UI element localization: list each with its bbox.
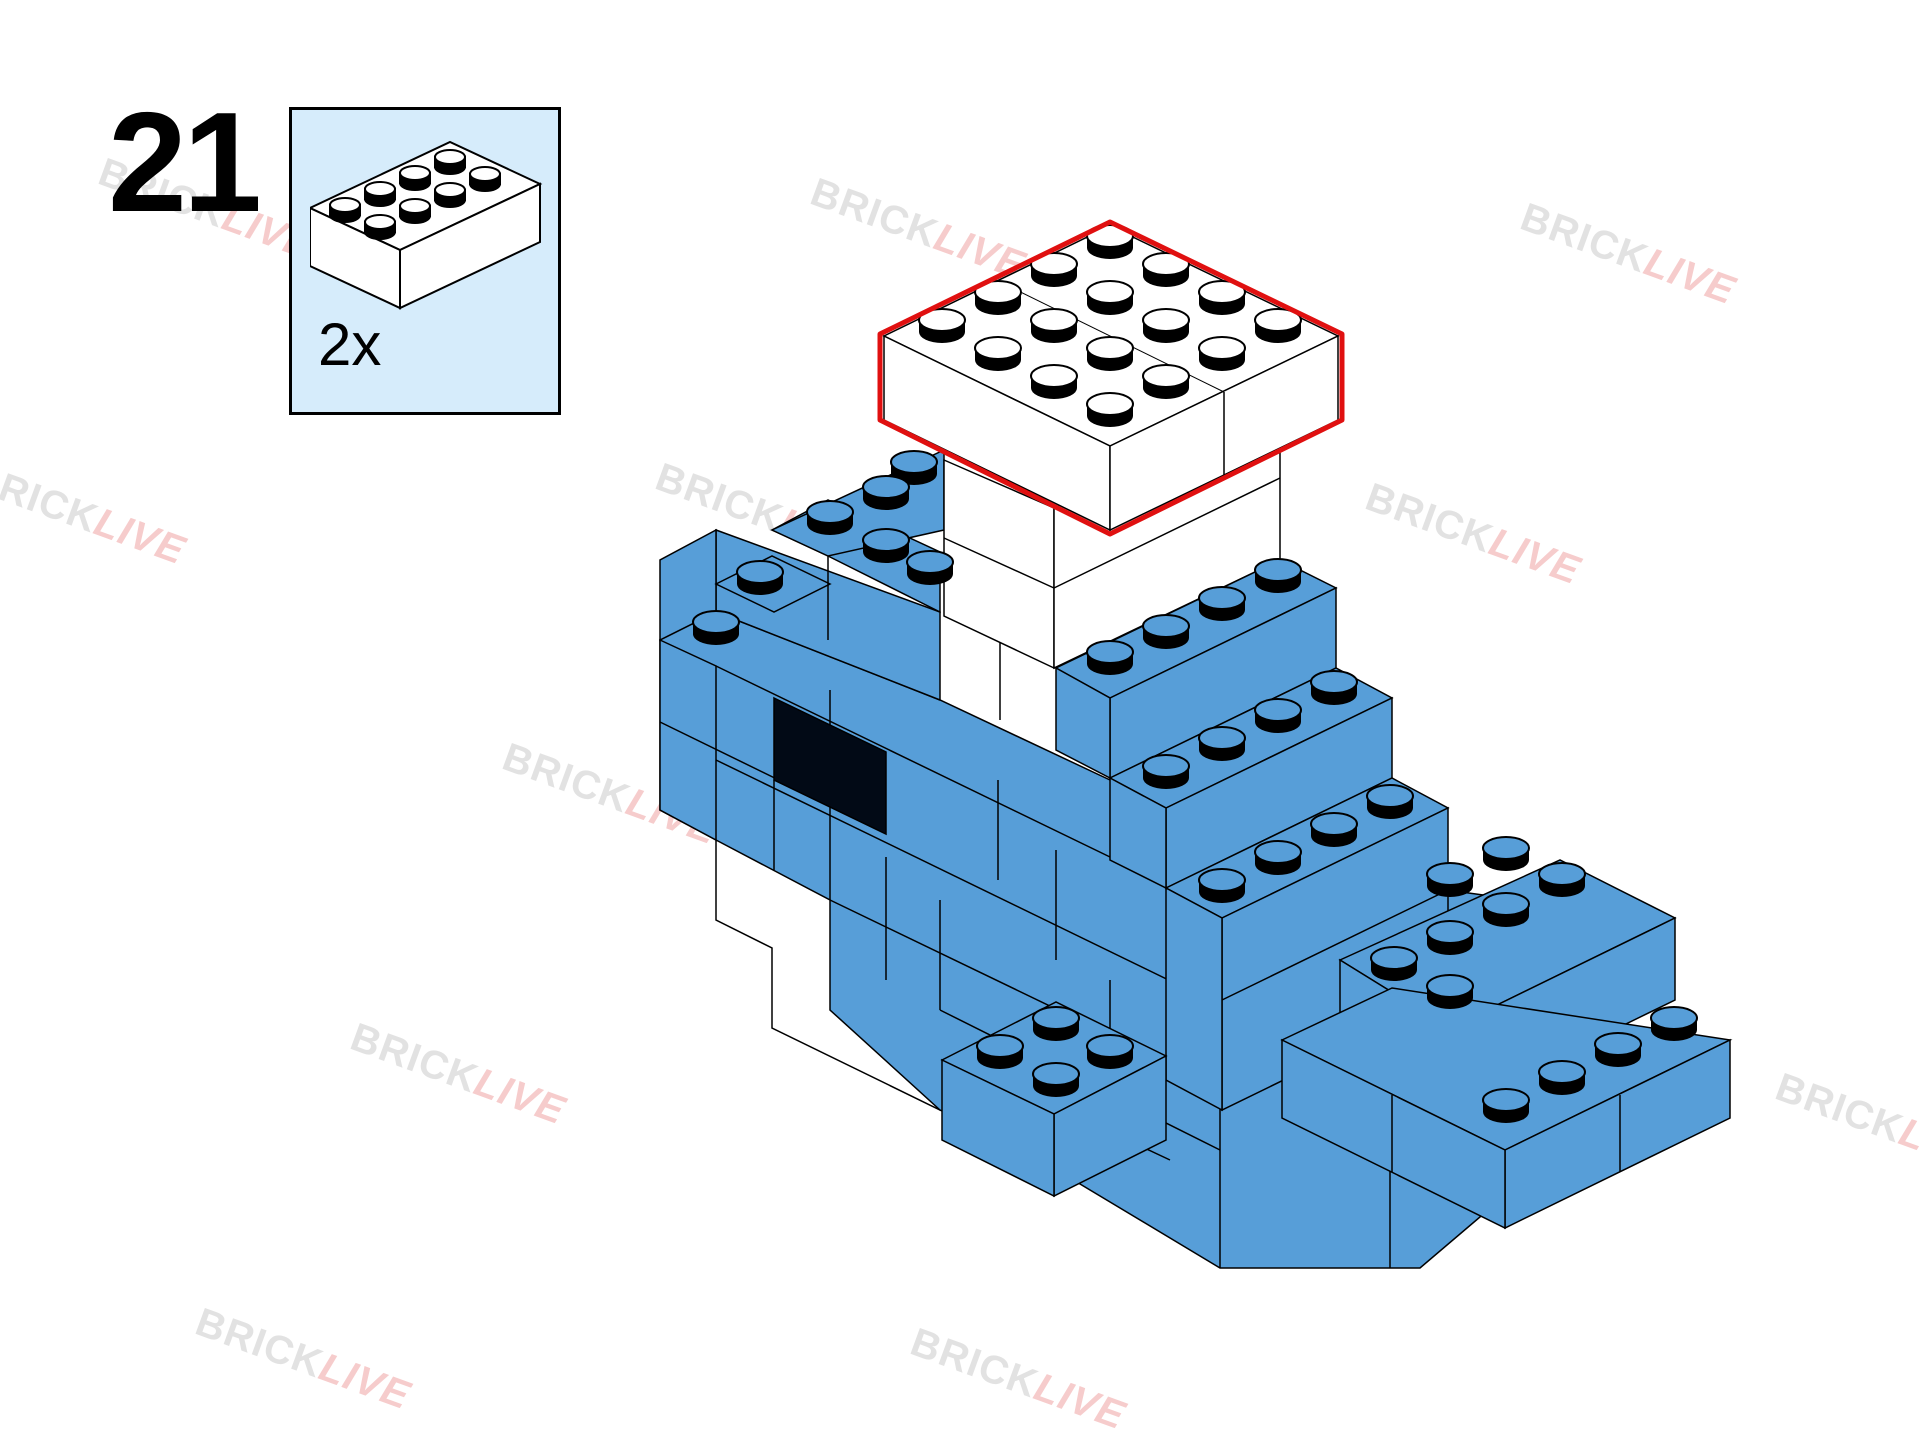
part-quantity: 2x <box>318 311 382 378</box>
highlight-outline <box>877 219 1345 537</box>
part-brick-2x4-icon <box>310 140 543 310</box>
model-illustration <box>659 219 1733 1269</box>
watermark-live: LIVE <box>1028 1365 1132 1439</box>
step-number: 21 <box>108 83 262 242</box>
new-white-bricks <box>877 219 1345 537</box>
parts-callout: 2x <box>289 107 561 415</box>
whale-eye <box>773 696 887 836</box>
